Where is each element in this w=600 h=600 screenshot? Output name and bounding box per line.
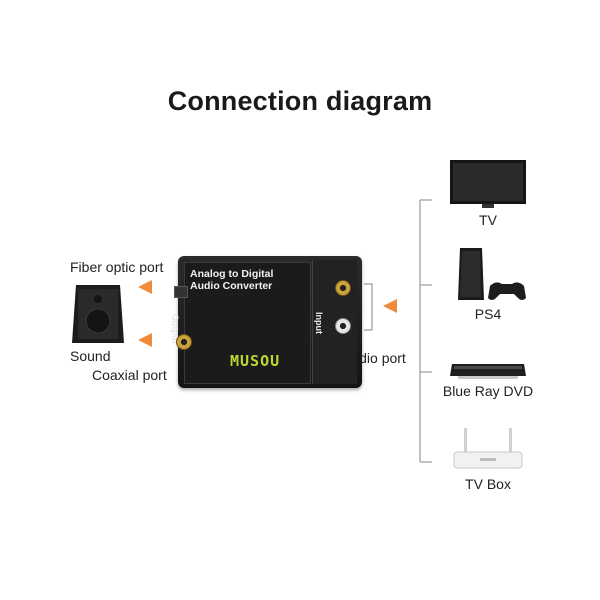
bluray-player-icon (450, 364, 526, 379)
coaxial-output-jack (176, 334, 192, 350)
audio-converter-device: Analog to Digital Audio Converter Output… (170, 256, 362, 388)
label-sound: Sound (70, 348, 111, 364)
rca-input-left-jack (335, 318, 351, 334)
speaker-icon (72, 285, 124, 343)
device-label-ps4: PS4 (474, 306, 502, 322)
label-coaxial-port: Coaxial port (92, 367, 167, 383)
rca-input-right-jack (335, 280, 351, 296)
converter-title: Analog to Digital Audio Converter (190, 268, 273, 292)
game-console-icon (458, 248, 526, 300)
arrow-fiber (138, 280, 152, 294)
page-title: Connection diagram (167, 86, 433, 116)
converter-front-panel (184, 262, 311, 384)
label-fiber-optic-port: Fiber optic port (70, 259, 164, 275)
device-label-tv: TV (479, 212, 497, 228)
converter-title-line2: Audio Converter (190, 280, 273, 292)
input-bracket (364, 283, 373, 331)
arrow-coaxial (138, 333, 152, 347)
device-label-tv-box: TV Box (465, 476, 511, 492)
router-box-icon (453, 428, 523, 469)
tv-icon (450, 160, 526, 208)
device-label-bluray-dvd: Blue Ray DVD (442, 383, 534, 399)
arrow-input (383, 299, 397, 313)
converter-title-line1: Analog to Digital (190, 268, 274, 280)
converter-brand-logo: MUSOU (230, 352, 281, 370)
converter-input-label: Input (314, 312, 324, 334)
optical-output-jack (174, 286, 188, 298)
